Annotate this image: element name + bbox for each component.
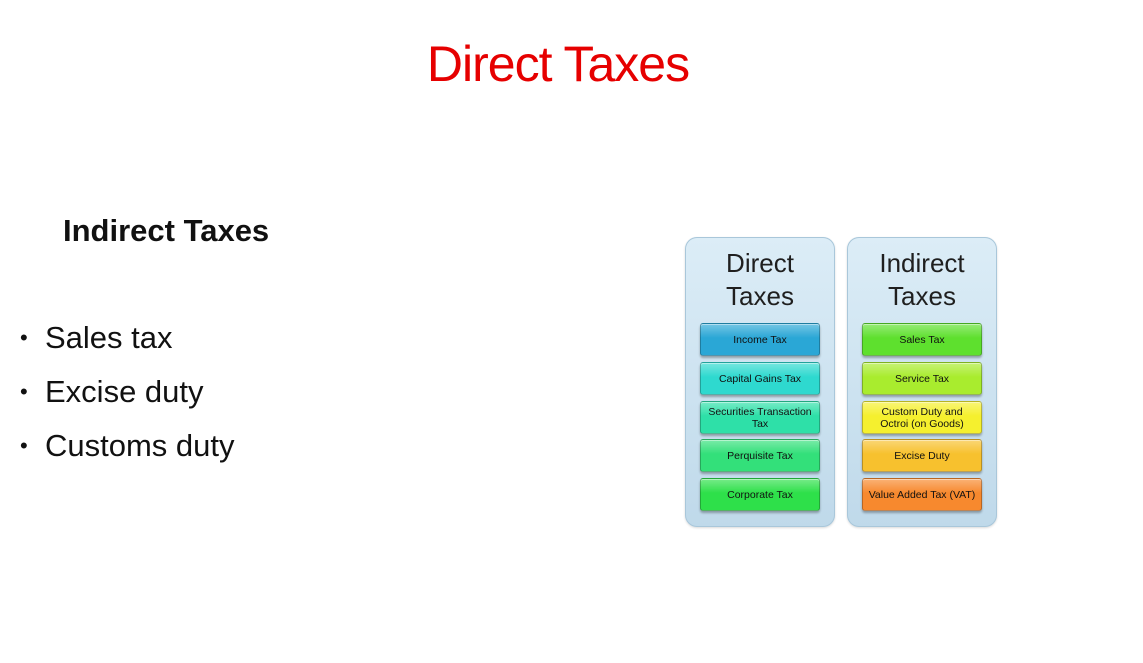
direct-taxes-column: Direct Taxes Income Tax Capital Gains Ta… xyxy=(685,237,835,527)
bullet-item: • Customs duty xyxy=(20,426,235,480)
diagram-item-income-tax: Income Tax xyxy=(700,323,820,356)
bullet-item: • Sales tax xyxy=(20,318,235,372)
direct-taxes-column-header: Direct Taxes xyxy=(726,248,794,311)
diagram-item-value-added-tax: Value Added Tax (VAT) xyxy=(862,478,982,511)
bullet-dot-icon: • xyxy=(20,325,28,350)
bullet-list: • Sales tax • Excise duty • Customs duty xyxy=(20,318,235,480)
bullet-item: • Excise duty xyxy=(20,372,235,426)
diagram-item-corporate-tax: Corporate Tax xyxy=(700,478,820,511)
indirect-taxes-column: Indirect Taxes Sales Tax Service Tax Cus… xyxy=(847,237,997,527)
diagram-item-service-tax: Service Tax xyxy=(862,362,982,395)
diagram-item-perquisite-tax: Perquisite Tax xyxy=(700,439,820,472)
indirect-taxes-heading: Indirect Taxes xyxy=(63,213,270,248)
bullet-dot-icon: • xyxy=(20,433,28,458)
tax-types-diagram: Direct Taxes Income Tax Capital Gains Ta… xyxy=(685,237,999,527)
bullet-text: Customs duty xyxy=(45,428,235,463)
diagram-item-sales-tax: Sales Tax xyxy=(862,323,982,356)
diagram-item-securities-transaction-tax: Securities Transaction Tax xyxy=(700,401,820,434)
diagram-item-capital-gains-tax: Capital Gains Tax xyxy=(700,362,820,395)
indirect-taxes-column-header: Indirect Taxes xyxy=(879,248,965,311)
diagram-item-custom-duty-octroi: Custom Duty and Octroi (on Goods) xyxy=(862,401,982,434)
bullet-dot-icon: • xyxy=(20,379,28,404)
bullet-text: Sales tax xyxy=(45,320,173,355)
slide-title: Direct Taxes xyxy=(426,36,690,92)
bullet-text: Excise duty xyxy=(45,374,204,409)
diagram-item-excise-duty: Excise Duty xyxy=(862,439,982,472)
